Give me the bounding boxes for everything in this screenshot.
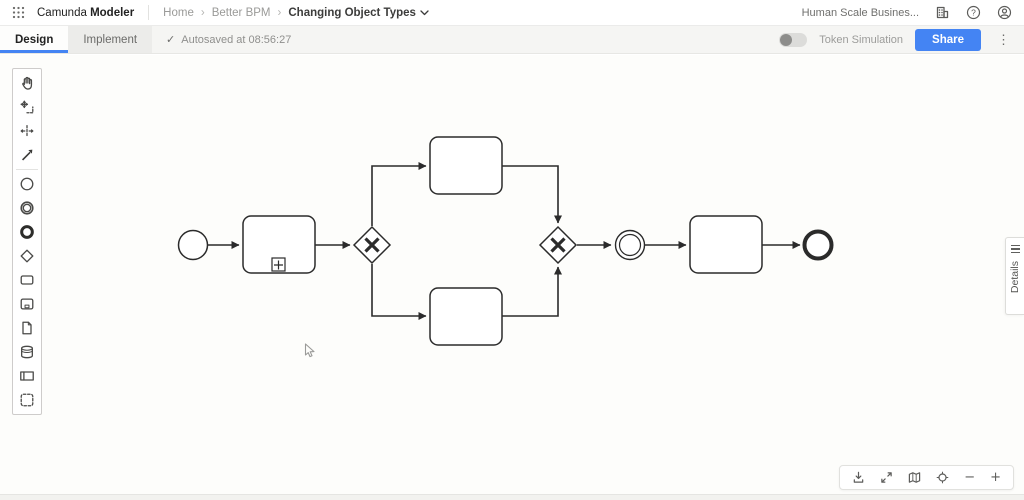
breadcrumb-project[interactable]: Better BPM xyxy=(211,6,271,19)
bpmn-diagram xyxy=(177,136,834,346)
organization-name[interactable]: Human Scale Busines... xyxy=(801,6,919,19)
palette-create-start-event[interactable] xyxy=(13,172,41,196)
palette-hand-tool[interactable] xyxy=(13,71,41,95)
breadcrumb-separator: › xyxy=(200,6,205,19)
tab-design-label: Design xyxy=(15,33,54,46)
zoom-in-button[interactable]: + xyxy=(990,470,1001,485)
palette-create-participant[interactable] xyxy=(13,364,41,388)
help-icon[interactable]: ? xyxy=(966,5,981,20)
tab-design[interactable]: Design xyxy=(0,26,69,53)
breadcrumb-separator: › xyxy=(277,6,282,19)
autosave-status: ✓ Autosaved at 08:56:27 xyxy=(166,26,291,53)
chevron-down-icon xyxy=(420,9,429,15)
active-tab-underline xyxy=(0,50,69,53)
palette-create-task[interactable] xyxy=(13,268,41,292)
breadcrumb-file-label: Changing Object Types xyxy=(288,6,416,19)
zoom-out-button[interactable]: − xyxy=(964,470,976,485)
checkmark-icon: ✓ xyxy=(166,34,176,46)
intermediate-event[interactable] xyxy=(614,229,646,261)
fit-viewport-icon[interactable] xyxy=(880,471,893,484)
palette-create-gateway[interactable] xyxy=(13,244,41,268)
tab-implement[interactable]: Implement xyxy=(68,26,153,53)
palette-create-data-object[interactable] xyxy=(13,316,41,340)
reset-zoom-icon[interactable] xyxy=(936,471,949,484)
palette-create-subprocess[interactable] xyxy=(13,292,41,316)
tabbar-right-group: Token Simulation Share ⋮ xyxy=(779,26,1024,53)
exclusive-gateway-join[interactable] xyxy=(538,225,578,265)
flow-lower-task-to-join[interactable] xyxy=(502,266,562,317)
palette-space-tool[interactable] xyxy=(13,119,41,143)
breadcrumb-file[interactable]: Changing Object Types xyxy=(288,7,429,19)
help-glyph: ? xyxy=(971,7,976,17)
mouse-cursor xyxy=(304,343,315,358)
task[interactable] xyxy=(689,215,763,274)
collapsed-subprocess[interactable] xyxy=(242,215,316,274)
app-grid-icon[interactable] xyxy=(12,6,25,19)
app-title: Camunda Modeler xyxy=(37,7,134,19)
element-palette xyxy=(12,68,42,415)
palette-lasso-tool[interactable] xyxy=(13,95,41,119)
top-bar: Camunda Modeler Home › Better BPM › Chan… xyxy=(0,0,1024,26)
details-panel-label: Details xyxy=(1009,261,1021,294)
details-panel-tab[interactable]: Details xyxy=(1005,237,1024,315)
mode-tab-bar: Design Implement ✓ Autosaved at 08:56:27… xyxy=(0,26,1024,54)
palette-divider xyxy=(16,169,38,170)
user-profile-icon[interactable] xyxy=(997,5,1012,20)
autosave-text: Autosaved at 08:56:27 xyxy=(181,33,292,46)
bottom-strip xyxy=(0,494,1024,500)
exclusive-gateway-split[interactable] xyxy=(352,225,392,265)
flow-gateway-to-lower-task[interactable] xyxy=(371,264,427,320)
app-title-suffix: Modeler xyxy=(90,6,135,19)
token-simulation-label: Token Simulation xyxy=(819,33,904,46)
divider xyxy=(148,5,150,20)
canvas-controls: − + xyxy=(839,465,1014,490)
diagram-canvas[interactable]: Details − + xyxy=(0,55,1024,494)
palette-global-connect-tool[interactable] xyxy=(13,143,41,167)
tab-implement-label: Implement xyxy=(83,33,138,46)
palette-create-intermediate-event[interactable] xyxy=(13,196,41,220)
hamburger-icon xyxy=(1010,245,1020,254)
breadcrumb: Home › Better BPM › Changing Object Type… xyxy=(163,7,429,19)
top-right-group: Human Scale Busines... ? xyxy=(802,5,1012,20)
start-event[interactable] xyxy=(177,229,209,261)
task-upper-branch[interactable] xyxy=(429,136,503,195)
app-title-prefix: Camunda xyxy=(37,6,87,19)
palette-create-data-store[interactable] xyxy=(13,340,41,364)
organization-icon[interactable] xyxy=(935,5,950,20)
end-event[interactable] xyxy=(802,229,834,261)
token-simulation-toggle[interactable] xyxy=(779,32,808,47)
palette-create-group[interactable] xyxy=(13,388,41,412)
kebab-menu[interactable]: ⋮ xyxy=(997,31,1010,47)
breadcrumb-home[interactable]: Home xyxy=(163,6,194,19)
toggle-knob xyxy=(780,33,793,46)
minimap-icon[interactable] xyxy=(908,471,921,484)
share-button[interactable]: Share xyxy=(915,28,981,51)
task-lower-branch[interactable] xyxy=(429,287,503,346)
flow-gateway-to-upper-task[interactable] xyxy=(371,162,427,226)
flow-upper-task-to-join[interactable] xyxy=(502,165,562,224)
export-download-icon[interactable] xyxy=(852,471,865,484)
palette-create-end-event[interactable] xyxy=(13,220,41,244)
